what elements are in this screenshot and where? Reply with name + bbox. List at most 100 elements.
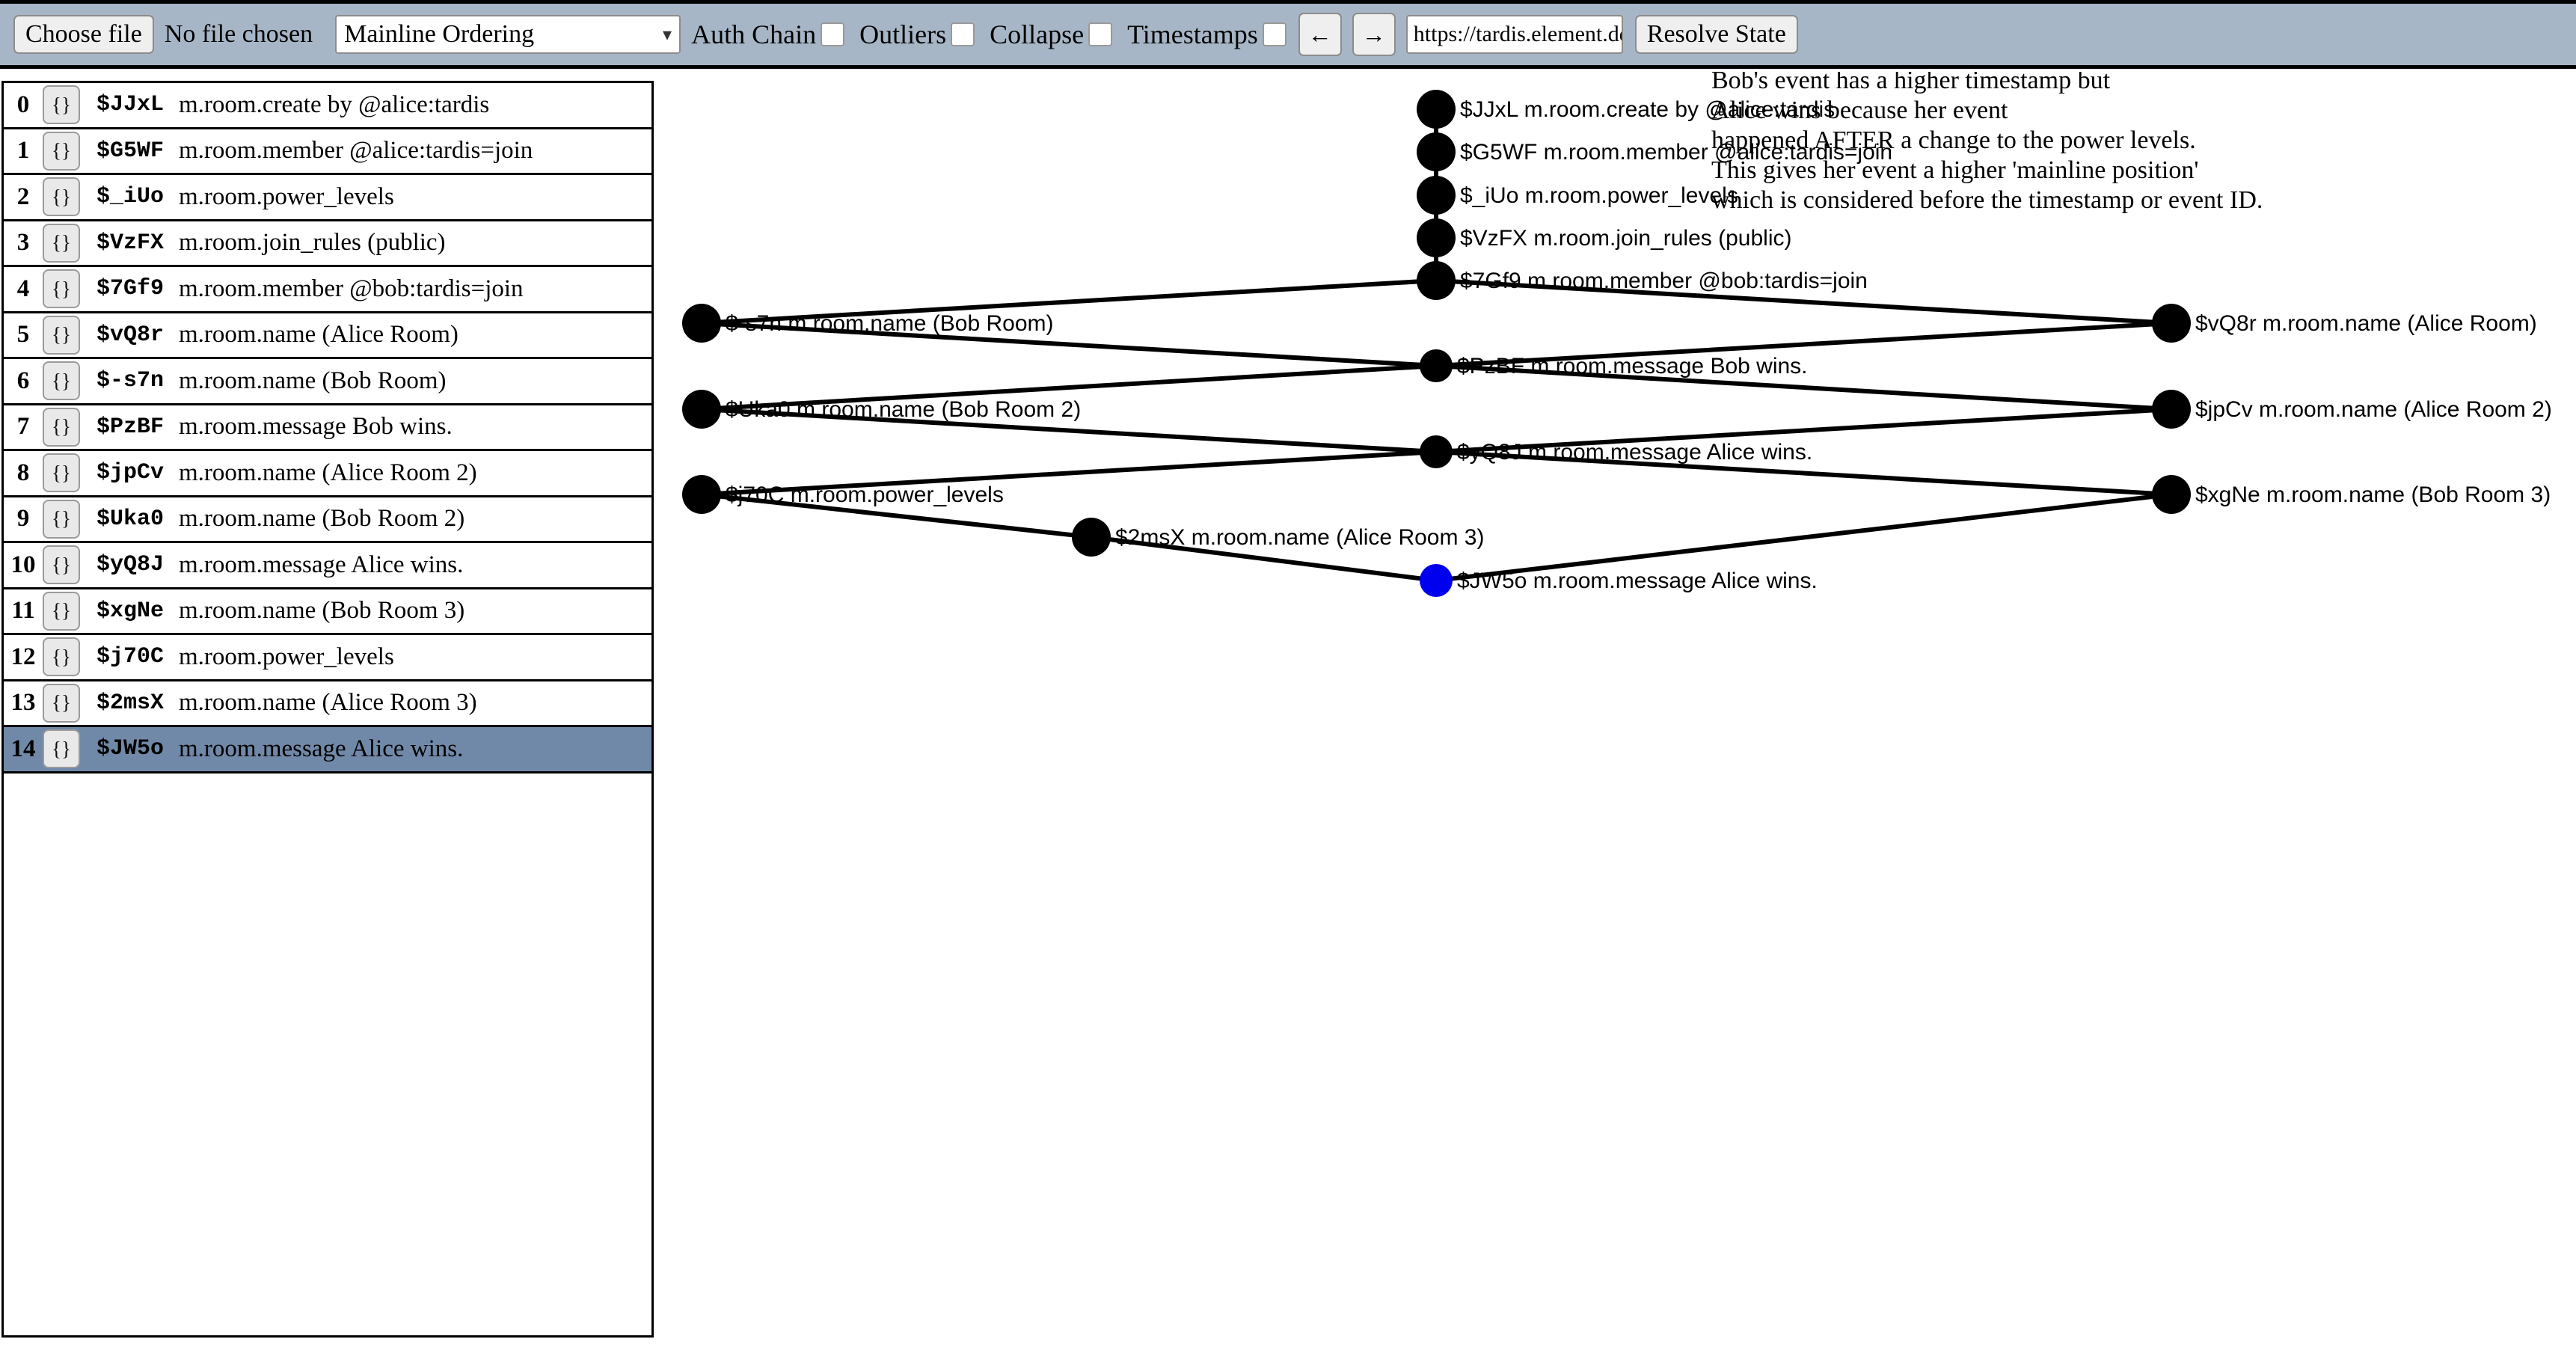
event-index: 1: [16, 137, 30, 165]
event-summary: m.room.join_rules (public): [179, 229, 446, 257]
view-json-button[interactable]: {}: [43, 131, 80, 171]
view-json-button[interactable]: {}: [43, 683, 80, 723]
dag-node[interactable]: [682, 304, 721, 343]
dag-node[interactable]: [1417, 218, 1456, 257]
dag-node[interactable]: [1417, 132, 1456, 171]
collapse-label: Collapse: [990, 19, 1085, 49]
timestamps-label: Timestamps: [1127, 19, 1258, 49]
timestamps-checkbox[interactable]: [1262, 22, 1287, 46]
back-arrow-icon[interactable]: ←: [1298, 13, 1342, 56]
dag-node-label: $j70C m.room.power_levels: [726, 482, 1004, 507]
dag-edge: [1435, 407, 2172, 454]
dag-node-label: $jpCv m.room.name (Alice Room 2): [2195, 397, 2552, 422]
dag-node[interactable]: [2152, 390, 2191, 429]
event-summary: m.room.member @bob:tardis=join: [179, 275, 524, 302]
dag-node-label: $JJxL m.room.create by @alice:tardis: [1460, 97, 1835, 122]
view-json-button[interactable]: {}: [43, 729, 80, 769]
event-index: 10: [10, 551, 36, 578]
dag-node[interactable]: [682, 390, 721, 429]
graph-annotation-line: which is considered before the timestamp…: [1711, 186, 2263, 214]
resolve-state-button[interactable]: Resolve State: [1634, 15, 1798, 54]
forward-arrow-icon[interactable]: →: [1352, 13, 1396, 56]
outliers-label: Outliers: [859, 19, 947, 49]
event-summary: m.room.name (Alice Room): [179, 321, 459, 349]
event-summary: m.room.message Alice wins.: [179, 551, 464, 578]
event-id: $-s7n: [96, 368, 165, 394]
url-input[interactable]: https://tardis.element.dev: [1405, 15, 1623, 54]
event-summary: m.room.name (Bob Room 3): [179, 597, 465, 625]
view-json-button[interactable]: {}: [43, 453, 80, 493]
dag-node[interactable]: [1072, 518, 1111, 557]
view-json-button[interactable]: {}: [43, 177, 80, 217]
dag-node-label: $Uka0 m.room.name (Bob Room 2): [726, 397, 1081, 422]
dag-node[interactable]: [1417, 90, 1456, 129]
dag-node[interactable]: [682, 475, 721, 514]
event-summary: m.room.power_levels: [179, 183, 394, 210]
ordering-select-value: Mainline Ordering: [344, 20, 535, 48]
event-id: $VzFX: [96, 230, 165, 256]
dag-edge: [701, 407, 1437, 454]
dag-edge: [701, 364, 1437, 411]
view-json-button[interactable]: {}: [43, 223, 80, 263]
event-id: $G5WF: [96, 138, 165, 164]
event-index: 14: [10, 735, 36, 762]
event-list-row[interactable]: 1 {} $G5WF m.room.member @alice:tardis=join: [4, 129, 651, 175]
view-json-button[interactable]: {}: [43, 269, 80, 309]
event-index: 5: [16, 321, 30, 349]
dag-edge: [1091, 535, 1437, 583]
dag-node-label: $7Gf9 m.room.member @bob:tardis=join: [1460, 269, 1868, 293]
graph-annotation-line: Alice wins because her event: [1711, 96, 2008, 124]
dag-node[interactable]: [1420, 435, 1453, 468]
view-json-button[interactable]: {}: [43, 315, 80, 355]
ordering-select[interactable]: Mainline Ordering ▾: [335, 15, 681, 54]
dag-node-label: $_iUo m.room.power_levels: [1460, 183, 1738, 208]
view-json-button[interactable]: {}: [43, 85, 80, 125]
dag-node-label: $VzFX m.room.join_rules (public): [1460, 226, 1791, 251]
event-summary: m.room.name (Alice Room 3): [179, 689, 477, 717]
dag-node[interactable]: [1417, 176, 1456, 215]
graph-annotation-line: Bob's event has a higher timestamp but: [1711, 72, 2111, 94]
dag-node[interactable]: [1420, 564, 1453, 597]
dag-edge: [701, 492, 1092, 539]
dag-node[interactable]: [2152, 304, 2191, 343]
event-index: 12: [10, 643, 36, 670]
dag-node[interactable]: [1420, 349, 1453, 382]
event-index: 2: [16, 183, 30, 210]
event-summary: m.room.member @alice:tardis=join: [179, 137, 533, 165]
dag-node[interactable]: [1417, 261, 1456, 300]
choose-file-button[interactable]: Choose file: [13, 15, 154, 54]
view-json-button[interactable]: {}: [43, 361, 80, 401]
toolbar: Choose file No file chosen Mainline Orde…: [0, 0, 2576, 69]
event-index: 9: [16, 505, 30, 533]
event-index: 11: [11, 597, 35, 625]
event-id: $jpCv: [96, 460, 165, 486]
dag-node[interactable]: [2152, 475, 2191, 514]
view-json-button[interactable]: {}: [43, 591, 80, 631]
outliers-checkbox[interactable]: [951, 22, 975, 46]
auth-chain-checkbox[interactable]: [821, 22, 845, 46]
event-summary: m.room.message Alice wins.: [179, 735, 464, 762]
view-json-button[interactable]: {}: [43, 407, 80, 447]
view-json-button[interactable]: {}: [43, 499, 80, 539]
collapse-checkbox[interactable]: [1088, 22, 1113, 46]
dag-edge: [1435, 450, 2172, 497]
view-json-button[interactable]: {}: [43, 545, 80, 585]
dag-edge: [701, 450, 1437, 497]
view-json-button[interactable]: {}: [43, 637, 80, 677]
graph-annotation-line: This gives her event a higher 'mainline …: [1711, 156, 2199, 184]
